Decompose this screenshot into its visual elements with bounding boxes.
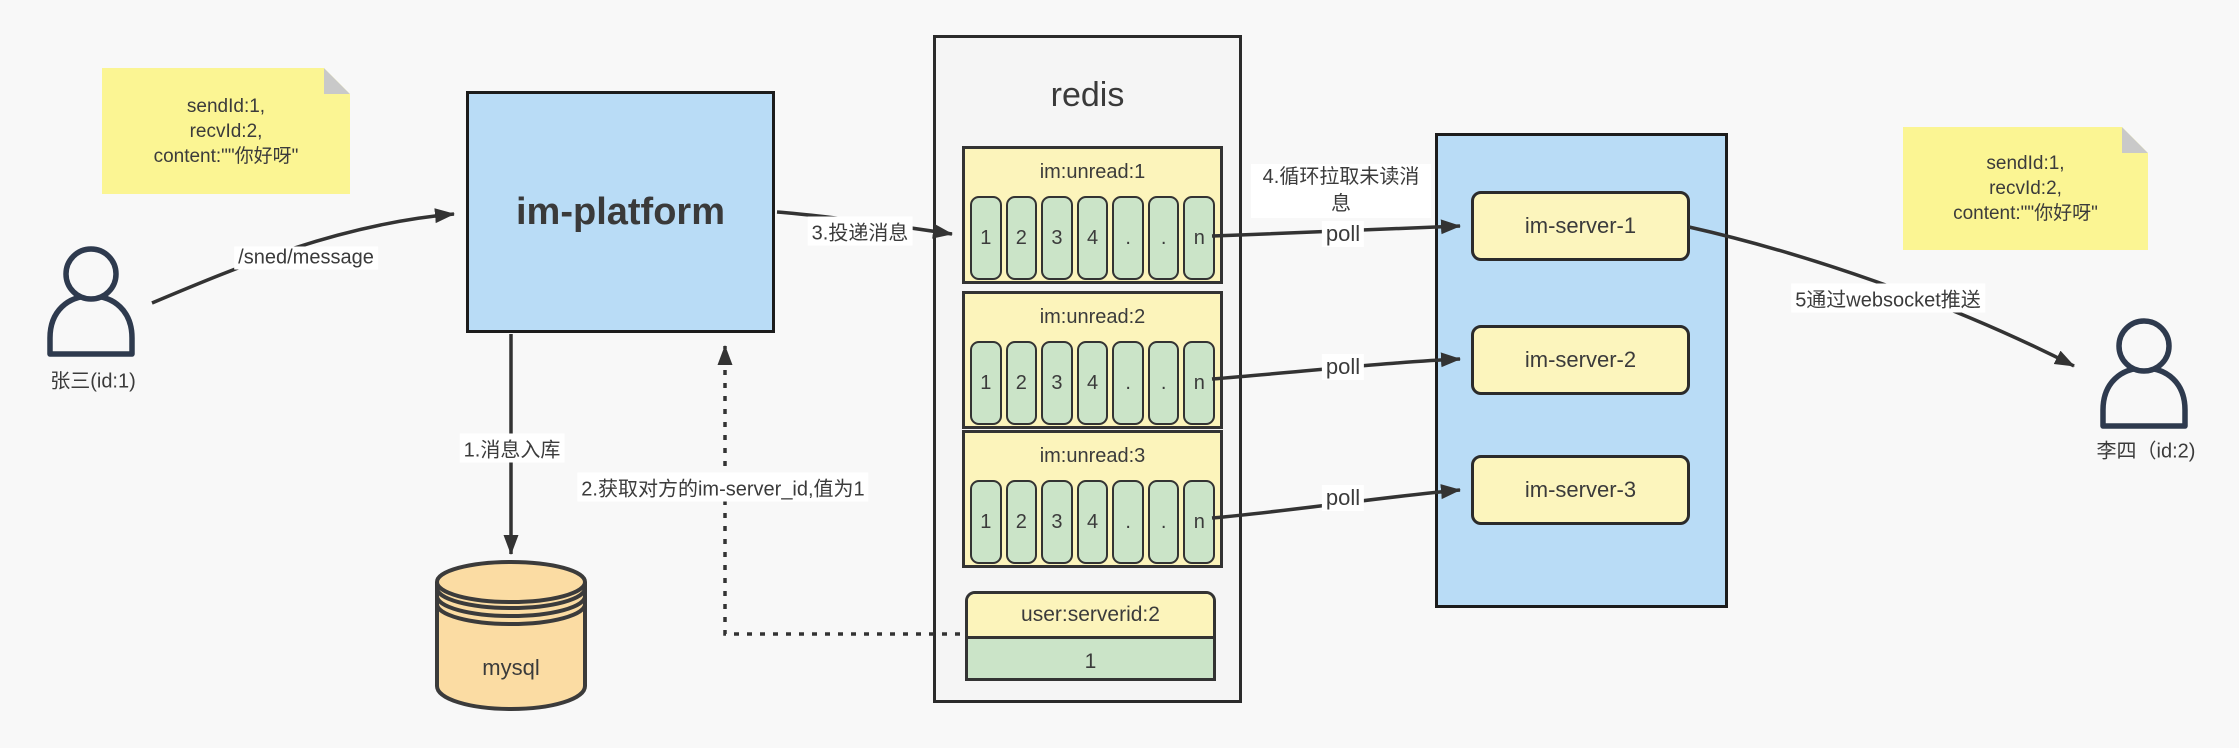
queue-cell: 1 <box>970 341 1002 425</box>
queue-im-unread-3: im:unread:3 1 2 3 4 . . n <box>962 430 1223 568</box>
edge-label-step3: 3.投递消息 <box>807 216 913 246</box>
im-server-label: im-server-1 <box>1524 213 1637 238</box>
im-platform-label: im-platform <box>516 190 725 233</box>
queue-cell: 2 <box>1005 196 1038 280</box>
sender-label: 张三(id:1) <box>50 370 136 393</box>
edge-label-poll-2: poll <box>1321 354 1365 380</box>
user-serverid-value: 1 <box>968 639 1213 678</box>
queue-cell: 3 <box>1041 341 1073 425</box>
edge-label-step5: 5通过websocket推送 <box>1791 283 1985 313</box>
queue-im-unread-2: im:unread:2 1 2 3 4 . . n <box>962 291 1223 429</box>
note-fold-icon <box>324 68 350 94</box>
queue-cell: 4 <box>1076 480 1109 564</box>
mysql-label: mysql <box>482 655 540 680</box>
queue-cell: . <box>1147 341 1180 425</box>
im-platform-node: im-platform <box>466 91 775 333</box>
queue-cell: n <box>1183 196 1216 280</box>
queue-cell: 1 <box>970 196 1002 280</box>
edge-label-step4: 4.循环拉取未读消息 <box>1251 164 1431 218</box>
queue-cell: . <box>1112 341 1144 425</box>
queue-cells: 1 2 3 4 . . n <box>965 196 1220 280</box>
user-serverid-node: user:serverid:2 1 <box>965 591 1216 681</box>
im-server-3-node: im-server-3 <box>1471 455 1690 525</box>
im-server-group: im-server-1 im-server-2 im-server-3 <box>1435 133 1728 608</box>
queue-cell: 2 <box>1005 480 1038 564</box>
note-line: sendId:1, <box>1986 153 2065 174</box>
receiver-label: 李四（id:2) <box>2096 440 2196 463</box>
user-serverid-key: user:serverid:2 <box>968 594 1213 639</box>
sticky-note-message-right: sendId:1, recvId:2, content:""你好呀" <box>1903 127 2148 250</box>
edge-label-send: /sned/message <box>234 246 378 270</box>
queue-cell: n <box>1183 480 1216 564</box>
queue-im-unread-1: im:unread:1 1 2 3 4 . . n <box>962 146 1223 284</box>
queue-cell: 3 <box>1041 196 1073 280</box>
note-line: recvId:2, <box>1989 178 2062 199</box>
queue-title: im:unread:2 <box>1039 306 1146 328</box>
note-line: sendId:1, <box>186 95 266 117</box>
queue-cell: . <box>1112 196 1144 280</box>
queue-cell: 4 <box>1076 196 1109 280</box>
edge-label-step2: 2.获取对方的im-server_id,值为1 <box>577 472 869 502</box>
redis-title: redis <box>1050 76 1125 114</box>
im-server-label: im-server-2 <box>1524 347 1637 372</box>
queue-cell: 3 <box>1041 480 1073 564</box>
note-fold-icon <box>2122 127 2148 153</box>
queue-cell: . <box>1112 480 1144 564</box>
edge-label-step1: 1.消息入库 <box>459 433 565 463</box>
note-line: recvId:2, <box>189 120 263 142</box>
redis-container: redis im:unread:1 1 2 3 4 . . n im:unrea… <box>933 35 1242 703</box>
queue-cells: 1 2 3 4 . . n <box>965 341 1220 425</box>
queue-cell: n <box>1183 341 1216 425</box>
user-icon <box>47 246 135 357</box>
queue-title: im:unread:3 <box>1039 445 1146 467</box>
queue-cell: 2 <box>1005 341 1038 425</box>
queue-cell: 1 <box>970 480 1002 564</box>
queue-cell: . <box>1147 196 1180 280</box>
im-server-1-node: im-server-1 <box>1471 191 1690 261</box>
queue-title: im:unread:1 <box>1039 161 1146 183</box>
queue-cell: 4 <box>1076 341 1109 425</box>
user-icon <box>2100 318 2188 429</box>
database-cylinder-icon <box>435 560 587 712</box>
sticky-note-message-left: sendId:1, recvId:2, content:""你好呀" <box>102 68 350 194</box>
note-line: content:""你好呀" <box>1953 203 2098 224</box>
queue-cell: . <box>1147 480 1180 564</box>
im-server-label: im-server-3 <box>1524 477 1637 502</box>
edge-label-poll-1: poll <box>1321 221 1365 247</box>
queue-cells: 1 2 3 4 . . n <box>965 480 1220 564</box>
im-server-2-node: im-server-2 <box>1471 325 1690 395</box>
note-line: content:""你好呀" <box>153 145 299 167</box>
edge-label-poll-3: poll <box>1321 485 1365 511</box>
